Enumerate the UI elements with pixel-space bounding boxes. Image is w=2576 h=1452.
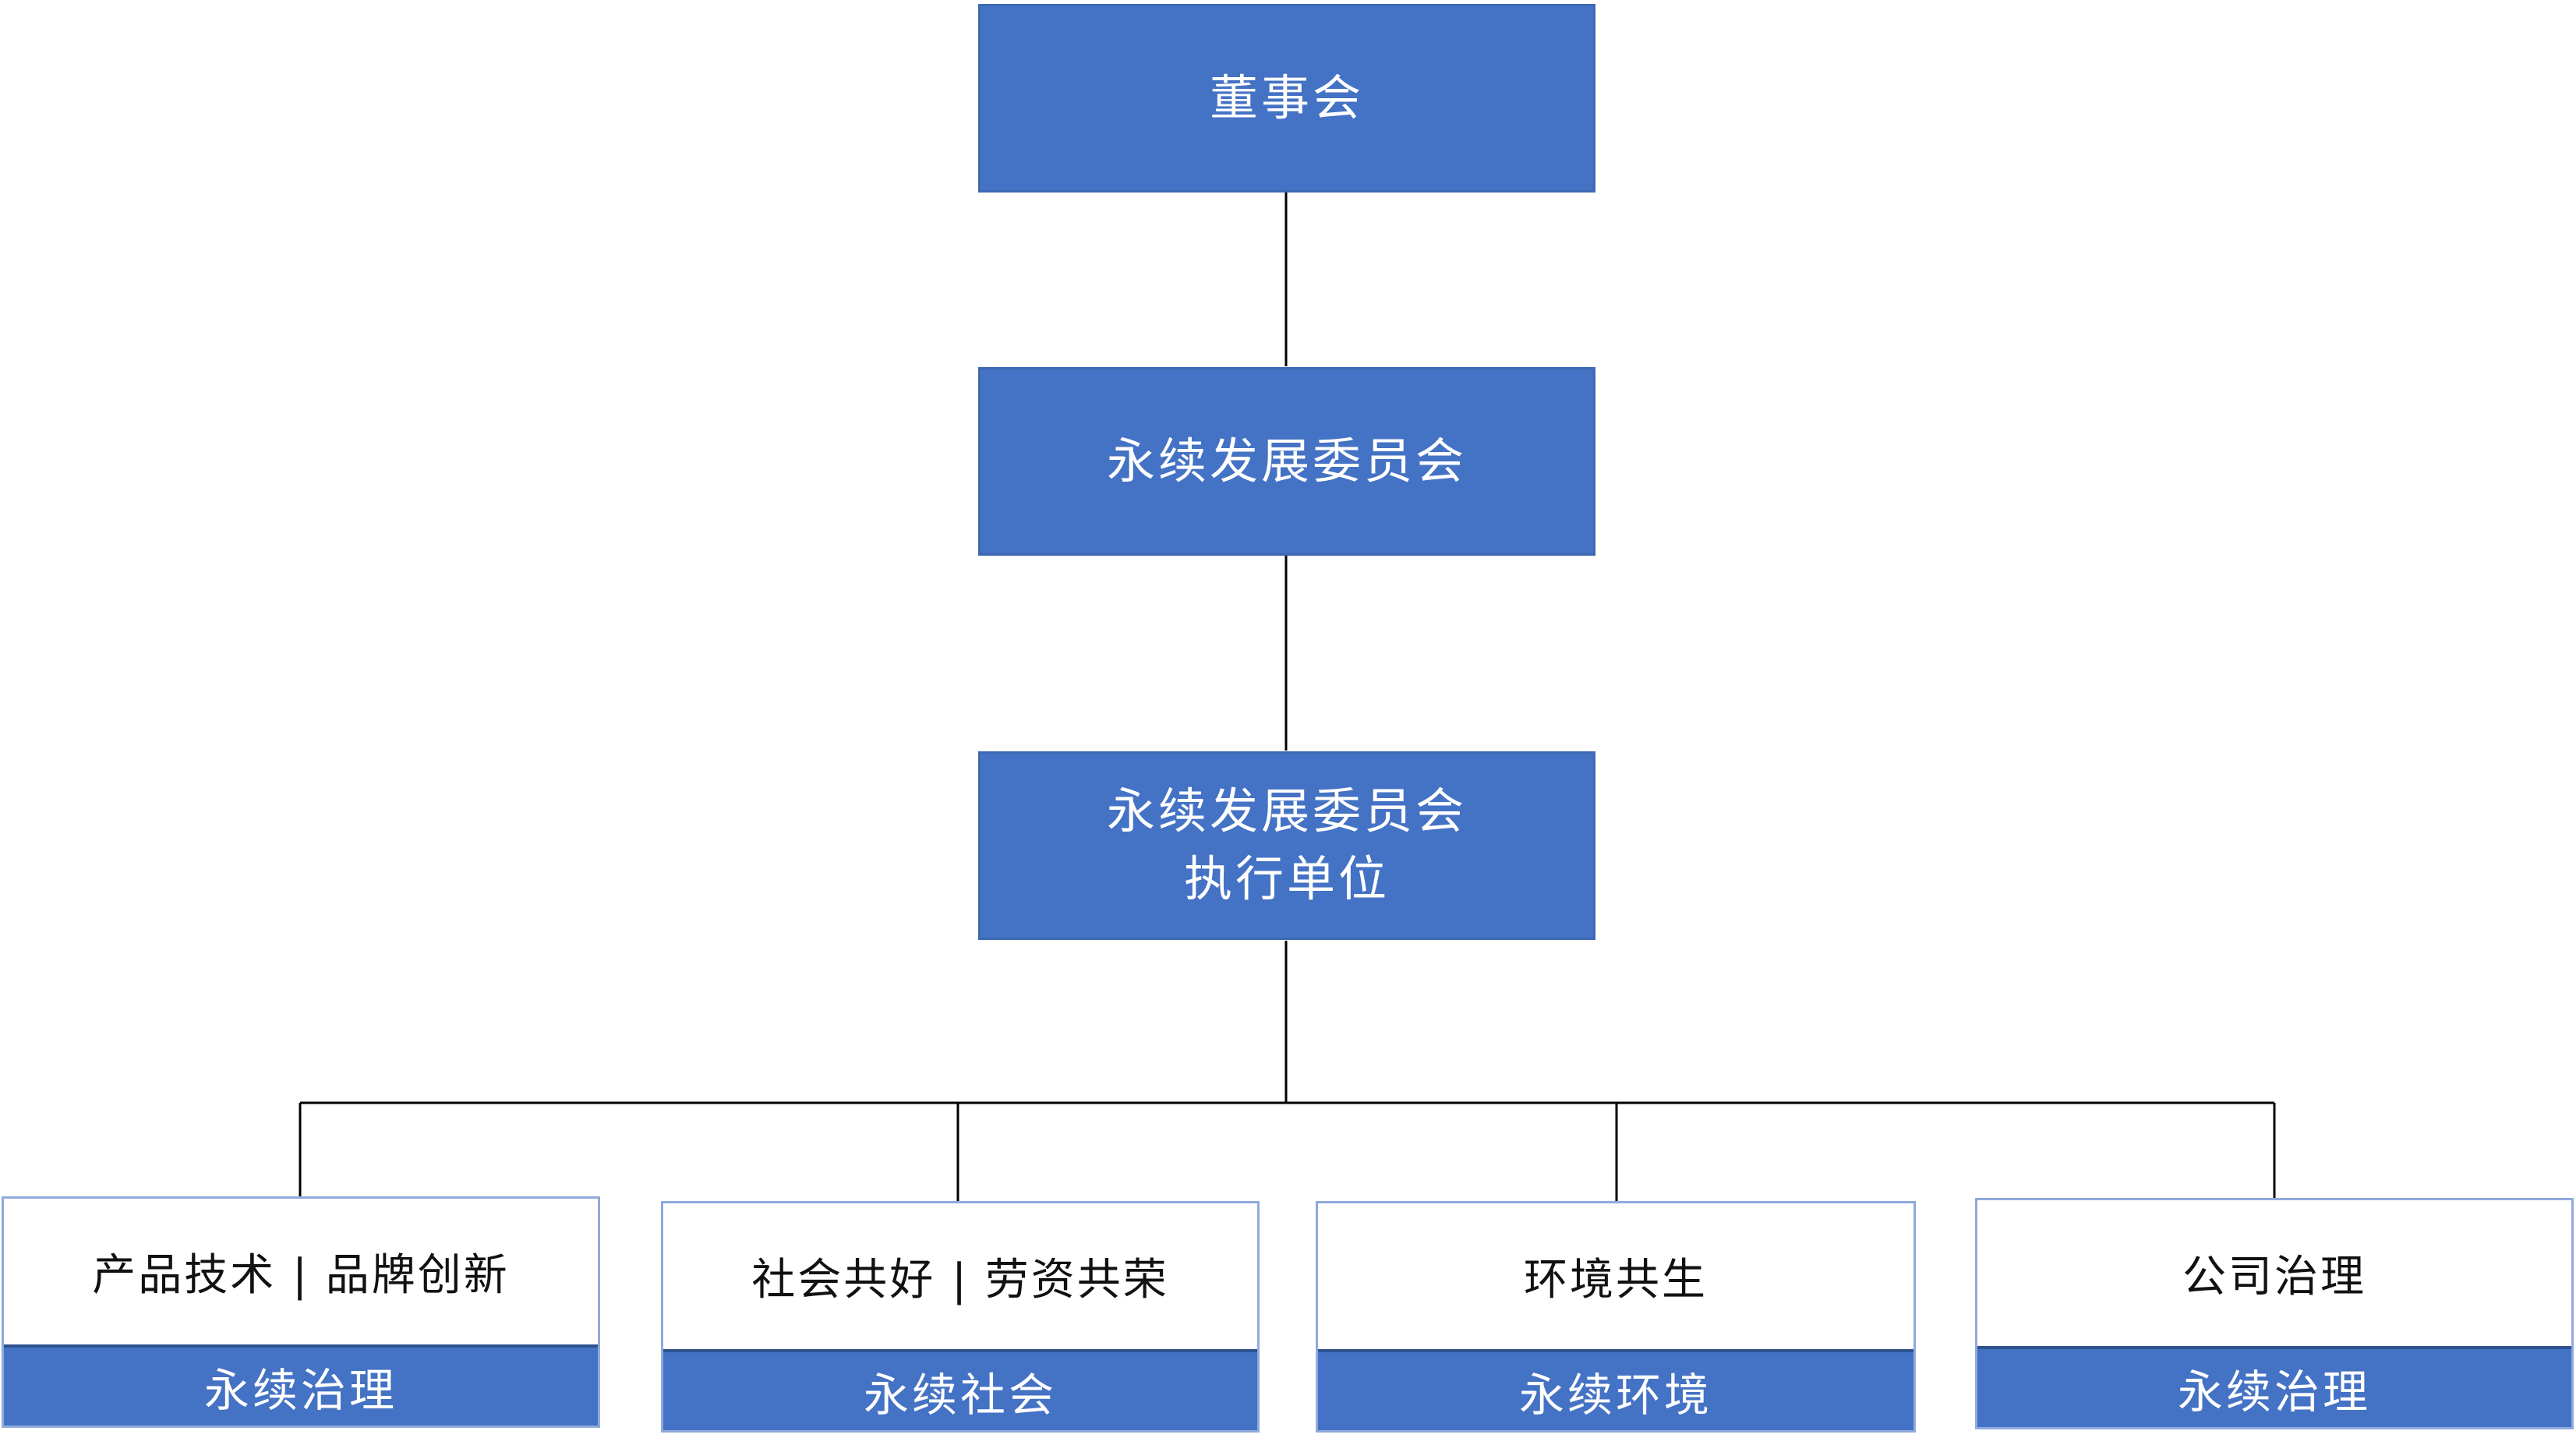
executive-node: 永续发展委员会 执行单位 bbox=[978, 751, 1595, 940]
committee-node: 永续发展委员会 bbox=[978, 367, 1595, 556]
group-environment: 环境共生 永续环境 bbox=[1316, 1201, 1916, 1433]
board-node: 董事会 bbox=[978, 4, 1595, 193]
group-title: 环境共生 bbox=[1524, 1255, 1708, 1305]
group-category: 永续社会 bbox=[663, 1349, 1257, 1430]
group-category: 永续环境 bbox=[1318, 1349, 1913, 1430]
group-category: 永续治理 bbox=[1977, 1346, 2571, 1427]
committee-label: 永续发展委员会 bbox=[1106, 432, 1467, 489]
group-corporate-governance: 公司治理 永续治理 bbox=[1975, 1198, 2574, 1429]
group-title: 公司治理 bbox=[2182, 1252, 2366, 1302]
group-title: 社会共好 | 劳资共荣 bbox=[751, 1255, 1169, 1305]
group-category: 永续治理 bbox=[4, 1344, 598, 1426]
group-social-labor: 社会共好 | 劳资共荣 永续社会 bbox=[661, 1201, 1260, 1433]
executive-label-line2: 执行单位 bbox=[1183, 850, 1390, 907]
board-label: 董事会 bbox=[1209, 69, 1364, 126]
group-title: 产品技术 | 品牌创新 bbox=[92, 1250, 510, 1301]
group-product-brand: 产品技术 | 品牌创新 永续治理 bbox=[2, 1196, 600, 1428]
executive-label-line1: 永续发展委员会 bbox=[1106, 783, 1467, 840]
